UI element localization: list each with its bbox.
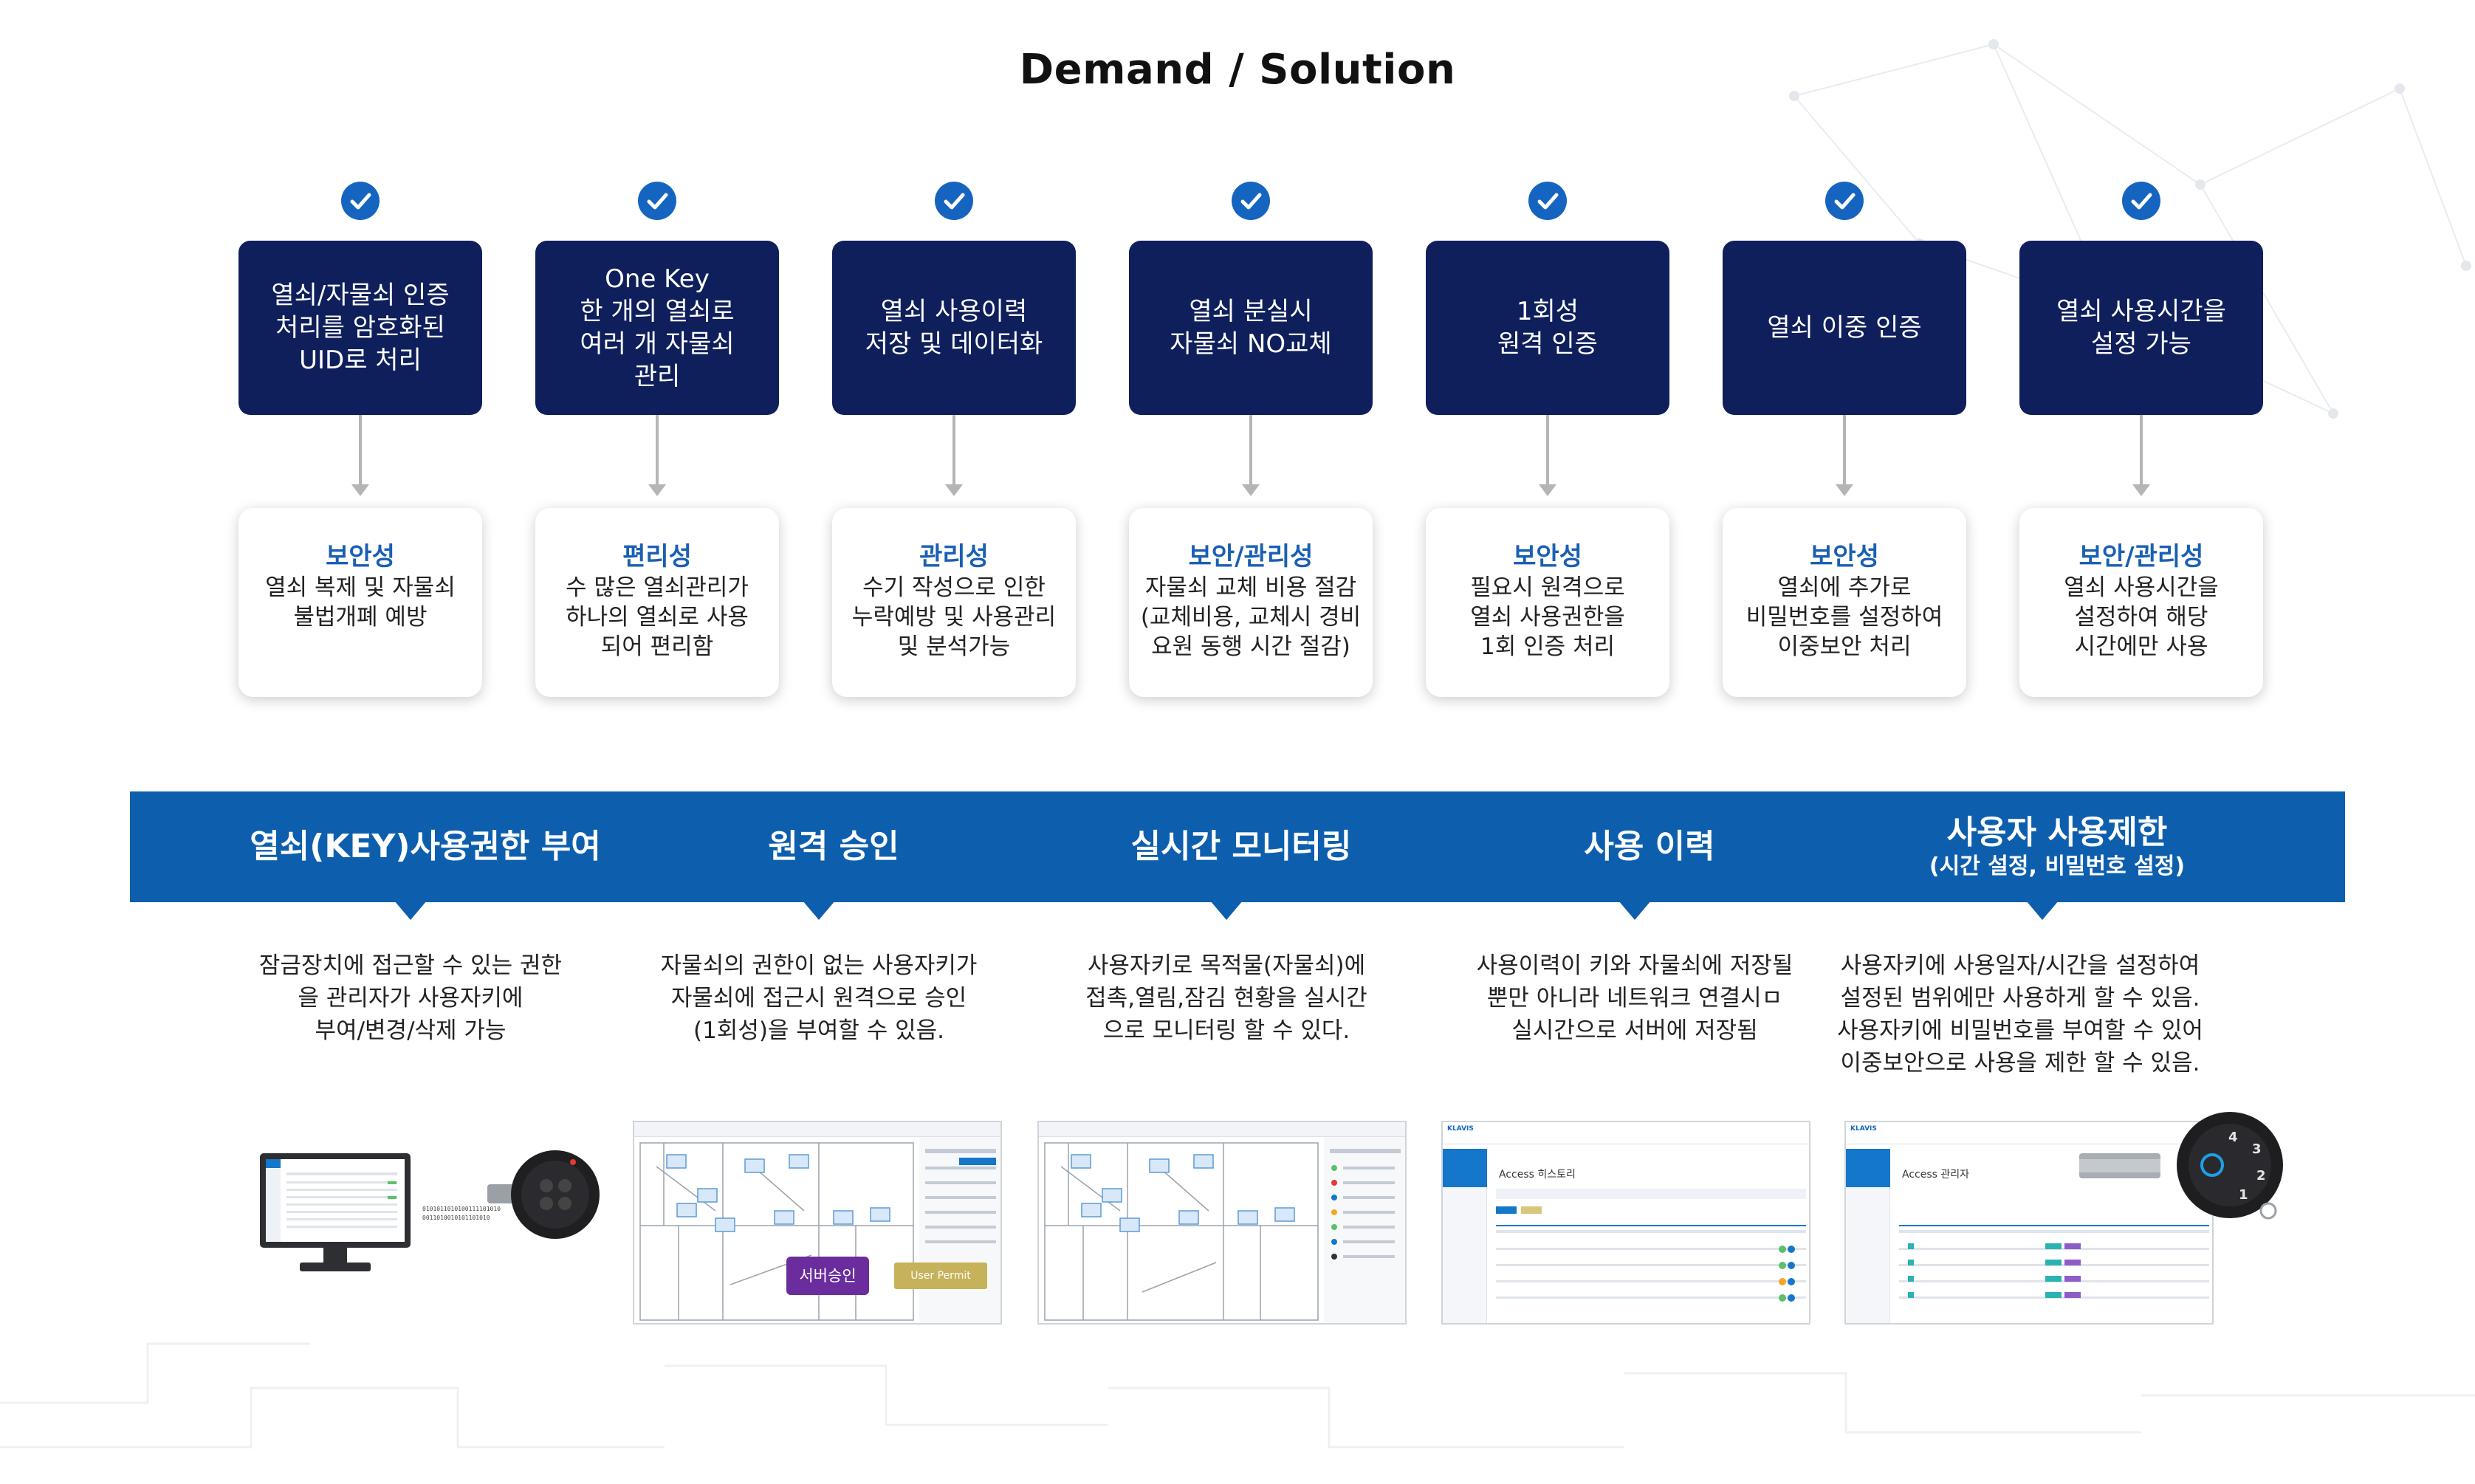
solution-desc: 열쇠 복제 및 자물쇠 불법개폐 예방: [265, 574, 456, 631]
check-icon: [1528, 182, 1567, 220]
check-icon: [341, 182, 380, 220]
check-icon: [638, 182, 676, 220]
floor-plan-drawing: [639, 1137, 1000, 1323]
feature-sublabel: (시간 설정, 비밀번호 설정): [1929, 853, 2186, 879]
solution-title: 보안성: [1513, 542, 1582, 571]
solution-title: 관리성: [919, 542, 989, 571]
check-icon: [1232, 182, 1270, 220]
feature-band: 열쇠(KEY)사용권한 부여 원격 승인 실시간 모니터링 사용 이력 사용자 …: [130, 791, 2345, 902]
solution-card: 보안/관리성 열쇠 사용시간을 설정하여 해당 시간에만 사용: [2019, 508, 2263, 697]
solution-title: 보안/관리성: [1188, 542, 1314, 571]
demand-column: One Key 한 개의 열쇠로 여러 개 자물쇠 관리 편리성 수 많은 열쇠…: [535, 182, 779, 698]
connector-line: [656, 415, 659, 489]
server-approval-badge: 서버승인: [786, 1257, 869, 1295]
band-notch: [1210, 901, 1243, 920]
arrow-down-icon: [1242, 484, 1260, 496]
side-nav: [1443, 1149, 1487, 1323]
feature-desc: 사용이력이 키와 자물쇠에 저장될 뿐만 아니라 네트워크 연결시ㅁ 실시간으로…: [1476, 952, 1793, 1044]
access-history-screen: KLAVIS Access 히스토리: [1441, 1121, 1810, 1325]
connector-line: [1843, 415, 1846, 489]
solution-card: 편리성 수 많은 열쇠관리가 하나의 열쇠로 사용 되어 편리함: [535, 508, 779, 697]
solution-desc: 필요시 원격으로 열쇠 사용권한을 1회 인증 처리: [1470, 574, 1625, 660]
demand-box: 열쇠 사용이력 저장 및 데이터화: [832, 241, 1076, 415]
solution-card: 관리성 수기 작성으로 인한 누락예방 및 사용관리 및 분석가능: [832, 508, 1076, 697]
demand-column: 열쇠 사용시간을 설정 가능 보안/관리성 열쇠 사용시간을 설정하여 해당 시…: [2019, 182, 2263, 698]
connector-line: [952, 415, 955, 489]
arrow-down-icon: [2132, 484, 2150, 496]
demand-box: 열쇠 이중 인증: [1723, 241, 1966, 415]
solution-desc: 수 많은 열쇠관리가 하나의 열쇠로 사용 되어 편리함: [566, 574, 749, 660]
check-icon: [1825, 182, 1864, 220]
band-notch: [1618, 901, 1651, 920]
demand-box: One Key 한 개의 열쇠로 여러 개 자물쇠 관리: [535, 241, 779, 415]
demand-column: 열쇠 분실시 자물쇠 NO교체 보안/관리성 자물쇠 교체 비용 절감 (교체비…: [1129, 182, 1373, 698]
page-title: Demand / Solution: [1019, 46, 1456, 94]
band-notch: [2026, 901, 2059, 920]
brand-logo: KLAVIS: [1850, 1125, 1877, 1133]
arrow-down-icon: [351, 484, 369, 496]
svg-text:1: 1: [2239, 1187, 2248, 1203]
feature-label-remote-approval: 원격 승인: [768, 828, 899, 865]
solution-title: 편리성: [622, 542, 692, 571]
check-icon: [935, 182, 973, 220]
demand-box: 열쇠 사용시간을 설정 가능: [2019, 241, 2263, 415]
demand-box: 열쇠/자물쇠 인증 처리를 암호화된 UID로 처리: [238, 241, 482, 415]
svg-text:3: 3: [2252, 1141, 2262, 1157]
demand-column: 열쇠/자물쇠 인증 처리를 암호화된 UID로 처리 보안성 열쇠 복제 및 자…: [238, 182, 482, 698]
feature-label-key-permission: 열쇠(KEY)사용권한 부여: [250, 828, 601, 865]
brand-logo: KLAVIS: [1447, 1125, 1474, 1133]
connector-line: [359, 415, 362, 489]
connector-line: [2140, 415, 2143, 489]
solution-desc: 열쇠에 추가로 비밀번호를 설정하여 이중보안 처리: [1745, 574, 1943, 660]
demand-column: 열쇠 이중 인증 보안성 열쇠에 추가로 비밀번호를 설정하여 이중보안 처리: [1723, 182, 1966, 698]
svg-text:0101011010100111101010: 0101011010100111101010: [422, 1206, 501, 1212]
demand-box: 열쇠 분실시 자물쇠 NO교체: [1129, 241, 1373, 415]
feature-desc: 자물쇠의 권한이 없는 사용자키가 자물쇠에 접근시 원격으로 승인 (1회성)…: [660, 952, 978, 1044]
smart-key-illustration: 43 21: [2079, 1112, 2283, 1220]
demand-column: 1회성 원격 인증 보안성 필요시 원격으로 열쇠 사용권한을 1회 인증 처리: [1426, 182, 1669, 698]
monitor-key-illustration: 0101011010100111101010 001101001010110101…: [260, 1150, 600, 1271]
connector-line: [1546, 415, 1549, 489]
solution-desc: 수기 작성으로 인한 누락예방 및 사용관리 및 분석가능: [851, 574, 1057, 660]
check-icon: [2122, 182, 2160, 220]
side-nav: [1846, 1149, 1890, 1323]
access-history-title: Access 히스토리: [1499, 1169, 1576, 1181]
solution-card: 보안성 열쇠 복제 및 자물쇠 불법개폐 예방: [238, 508, 482, 697]
feature-label-user-restriction: 사용자 사용제한 (시간 설정, 비밀번호 설정): [1929, 814, 2186, 879]
solution-card: 보안성 열쇠에 추가로 비밀번호를 설정하여 이중보안 처리: [1723, 508, 1966, 697]
feature-label-usage-history: 사용 이력: [1584, 828, 1715, 865]
connector-line: [1249, 415, 1252, 489]
history-table: [1496, 1189, 1806, 1302]
solution-title: 보안성: [326, 542, 395, 571]
svg-text:2: 2: [2256, 1168, 2266, 1184]
feature-desc: 잠금장치에 접근할 수 있는 권한 을 관리자가 사용자키에 부여/변경/삭제 …: [258, 952, 563, 1044]
arrow-down-icon: [648, 484, 666, 496]
solution-desc: 열쇠 사용시간을 설정하여 해당 시간에만 사용: [2064, 574, 2219, 660]
svg-text:0011010010101101010: 0011010010101101010: [422, 1215, 490, 1221]
arrow-down-icon: [1539, 484, 1556, 496]
solution-title: 보안성: [1810, 542, 1879, 571]
solution-title: 보안/관리성: [2078, 542, 2204, 571]
user-permit-button[interactable]: User Permit: [894, 1263, 987, 1289]
solution-card: 보안성 필요시 원격으로 열쇠 사용권한을 1회 인증 처리: [1426, 508, 1669, 697]
arrow-down-icon: [1836, 484, 1853, 496]
feature-label-monitoring: 실시간 모니터링: [1130, 828, 1352, 865]
manager-table: [1899, 1225, 2209, 1299]
floor-plan-drawing: [1044, 1137, 1405, 1323]
monitoring-screen: [1037, 1121, 1407, 1325]
solution-desc: 자물쇠 교체 비용 절감 (교체비용, 교체시 경비 요원 동행 시간 절감): [1140, 574, 1362, 660]
remote-approval-screen: 서버승인 User Permit: [633, 1121, 1002, 1325]
demand-box: 1회성 원격 인증: [1426, 241, 1669, 415]
demand-column: 열쇠 사용이력 저장 및 데이터화 관리성 수기 작성으로 인한 누락예방 및 …: [832, 182, 1076, 698]
feature-desc: 사용자키에 사용일자/시간을 설정하여 설정된 범위에만 사용하게 할 수 있음…: [1837, 952, 2203, 1076]
access-manager-title: Access 관리자: [1902, 1169, 1970, 1181]
band-notch: [803, 901, 835, 920]
feature-desc: 사용자키로 목적물(자물쇠)에 접촉,열림,잠김 현황을 실시간 으로 모니터링…: [1085, 952, 1367, 1044]
svg-text:4: 4: [2228, 1130, 2238, 1145]
band-notch: [394, 901, 427, 920]
arrow-down-icon: [945, 484, 963, 496]
solution-card: 보안/관리성 자물쇠 교체 비용 절감 (교체비용, 교체시 경비 요원 동행 …: [1129, 508, 1373, 697]
